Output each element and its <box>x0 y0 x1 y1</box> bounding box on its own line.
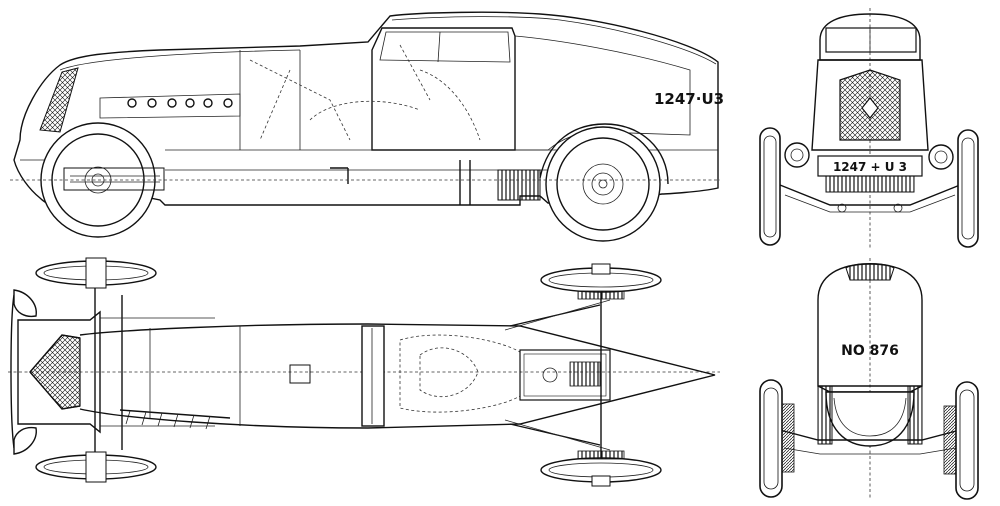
front-left-headlight <box>784 142 810 168</box>
front-plate-number: 1247 + U 3 <box>833 160 907 174</box>
top-body-outline <box>79 323 716 429</box>
top-front-right-wheel <box>35 451 157 483</box>
side-exhaust <box>497 169 541 201</box>
side-bolts <box>127 98 233 108</box>
side-door <box>371 27 516 151</box>
side-roof-line <box>391 16 717 65</box>
top-view <box>8 257 720 487</box>
side-window <box>379 31 511 63</box>
front-cab <box>819 13 921 61</box>
side-plate-number: 1247·U3 <box>654 90 724 108</box>
side-rear-wheel <box>545 126 661 242</box>
top-front-left-wheel <box>35 257 157 289</box>
front-view: 1247 + U 3 <box>759 8 979 250</box>
side-view: 1247·U3 <box>10 11 724 242</box>
rear-right-wheel <box>943 381 979 500</box>
front-left-wheel <box>759 127 781 246</box>
rear-plate-number: NO 876 <box>841 343 899 359</box>
rear-view: NO 876 <box>759 258 979 500</box>
rear-left-wheel <box>759 379 795 498</box>
front-right-headlight <box>928 144 954 170</box>
side-louvres <box>39 67 79 133</box>
top-grille <box>29 334 81 410</box>
front-right-wheel <box>957 129 979 248</box>
top-hatch <box>519 349 611 401</box>
side-front-wheel <box>40 122 165 238</box>
front-grille <box>839 69 901 141</box>
